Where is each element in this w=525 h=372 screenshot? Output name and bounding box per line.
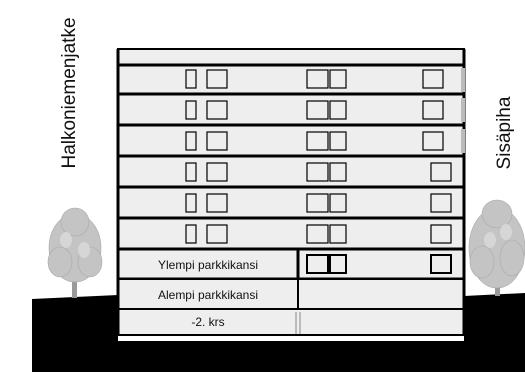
floor-label-upper-parking: Ylempi parkkikansi bbox=[157, 258, 259, 272]
tree-left bbox=[47, 207, 103, 298]
ground bbox=[32, 293, 525, 372]
floor-1 bbox=[116, 216, 466, 251]
tree-right bbox=[468, 199, 525, 296]
floor-6 bbox=[116, 63, 466, 96]
floor-label-lower-parking: Alempi parkkikansi bbox=[157, 288, 259, 302]
floor-5 bbox=[116, 92, 466, 127]
floor-lower-parking-right bbox=[297, 278, 465, 310]
building bbox=[116, 48, 466, 336]
floor-label-basement: -2. krs bbox=[191, 315, 225, 329]
roof bbox=[117, 48, 465, 66]
floor-4 bbox=[116, 123, 466, 158]
parking-windows bbox=[306, 254, 452, 274]
floor-basement bbox=[117, 308, 465, 336]
windows bbox=[185, 69, 452, 244]
side-label-sisapiha: Sisäpiha bbox=[494, 96, 515, 170]
floor-3 bbox=[116, 154, 466, 189]
side-label-halkoniemenjatke: Halkoniemenjatke bbox=[59, 17, 80, 169]
floor-2 bbox=[116, 185, 466, 220]
